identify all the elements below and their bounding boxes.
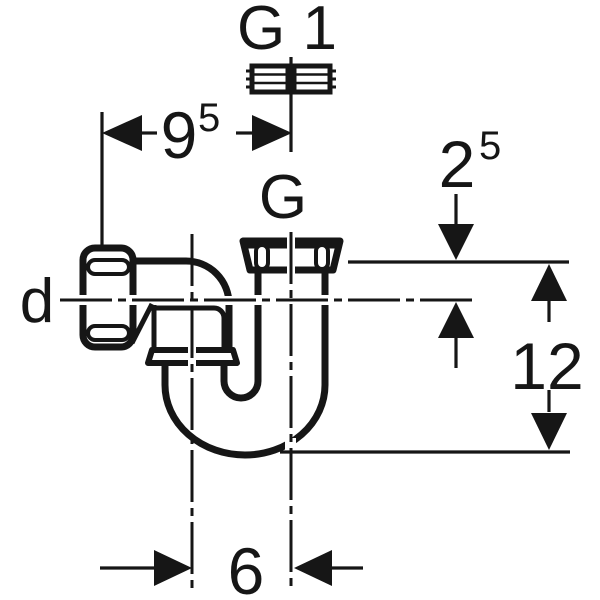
label-inlet-diameter: d — [20, 267, 54, 336]
inlet-nut-groove-bottom — [86, 324, 131, 342]
dim-12-value: 12 — [510, 329, 583, 403]
dim-12-arrow-down — [531, 413, 567, 450]
dim-6 — [100, 550, 363, 586]
dim-2-5-arrow-down — [438, 224, 474, 260]
dim-9-5-value-sup: 5 — [198, 96, 220, 140]
dim-6-arrow-left — [154, 550, 192, 586]
centerlines — [60, 57, 478, 592]
label-outlet-thread: G — [259, 163, 307, 232]
dim-2-5 — [438, 194, 474, 368]
dim-12-arrow-up — [531, 264, 567, 301]
dim-2-5-value-sup: 5 — [479, 124, 501, 168]
dim-2-5-arrow-up — [438, 302, 474, 338]
trap-outer-bend — [161, 270, 329, 459]
thread-right-half — [291, 63, 333, 95]
dim-12 — [280, 260, 570, 454]
outlet-nut-slot-left — [254, 243, 270, 271]
thread-left-half — [249, 63, 291, 95]
inlet-pipe-inner-wall — [156, 305, 227, 350]
mask-outer-arc — [285, 438, 296, 454]
label-top-thread: G 1 — [237, 0, 337, 63]
trap-inner-bend — [220, 270, 262, 402]
dim-9-5 — [100, 112, 292, 250]
trap-body — [79, 237, 344, 459]
thread-ticks — [246, 69, 336, 89]
outlet-nut-slot-right — [314, 243, 330, 271]
thread-inner-lines — [252, 73, 330, 85]
dim-9-5-arrow-left — [102, 115, 142, 151]
dim-6-value: 6 — [228, 534, 265, 600]
dim-9-5-arrow-right — [252, 115, 292, 151]
mask-outlet-left — [253, 295, 263, 305]
dim-9-5-value-main: 9 — [161, 98, 198, 172]
dim-2-5-value-main: 2 — [439, 127, 476, 201]
thread-symbol-icon — [246, 63, 336, 95]
inlet-nut-groove-top — [86, 258, 131, 276]
dim-6-arrow-right — [294, 550, 332, 586]
